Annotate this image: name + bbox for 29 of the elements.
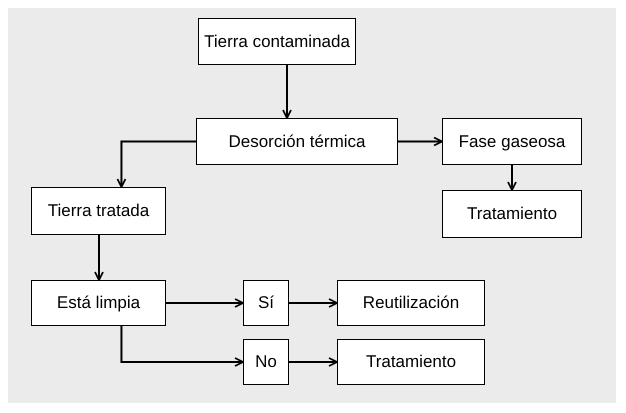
arrow	[116, 140, 196, 188]
process-box	[337, 280, 485, 326]
box-label: Tratamiento	[466, 204, 558, 224]
box-label: Desorción térmica	[228, 132, 366, 152]
box-label: Tierra contaminada	[204, 32, 350, 52]
arrow	[289, 357, 338, 367]
box-label: Reutilización	[362, 293, 460, 313]
arrow	[94, 235, 104, 281]
arrow	[398, 136, 443, 146]
process-box	[243, 339, 289, 385]
arrow	[282, 65, 292, 119]
arrow	[120, 326, 244, 367]
process-box	[31, 280, 166, 326]
process-box	[243, 280, 289, 326]
arrow	[289, 298, 338, 308]
box-label: Tierra tratada	[48, 201, 150, 221]
process-box	[196, 118, 398, 165]
process-box	[442, 190, 582, 238]
arrow	[166, 298, 244, 308]
process-box	[442, 118, 582, 165]
box-label: Sí	[258, 293, 274, 313]
box-label: Fase gaseosa	[458, 132, 566, 152]
process-box	[31, 187, 166, 235]
arrow	[507, 165, 517, 191]
box-label: No	[255, 352, 277, 372]
process-box	[337, 339, 485, 385]
process-box	[198, 18, 356, 65]
box-label: Está limpia	[56, 293, 140, 313]
box-label: Tratamiento	[366, 352, 456, 372]
